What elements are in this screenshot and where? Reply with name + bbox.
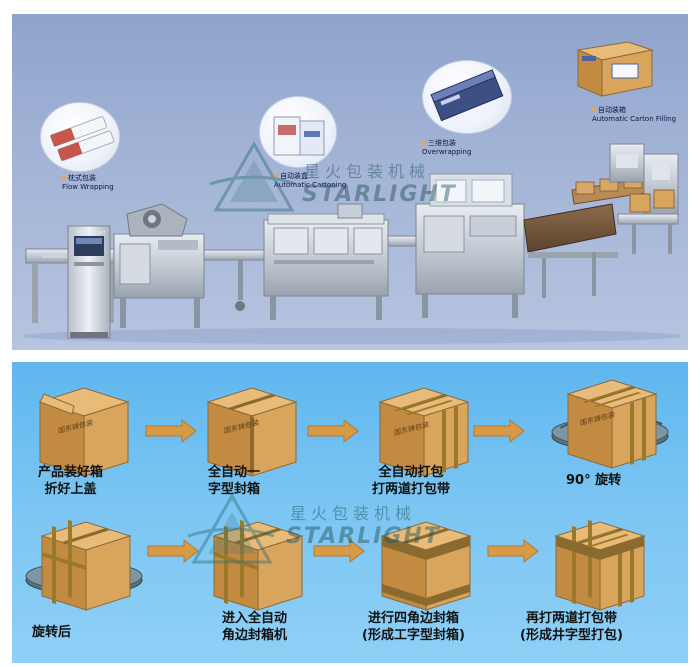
station-name-cn: 自动装箱 bbox=[598, 106, 626, 114]
step-2-i-sealed-carton bbox=[207, 387, 297, 477]
case-sealing-steps-panel: 国东铸包装 国东铸包装 国东铸包装 国东铸包装 产品装好箱 折好上盖 全自动一 … bbox=[12, 362, 688, 663]
packaging-line-illustration bbox=[22, 143, 682, 344]
step-6-label: 进入全自动 角边封箱机 bbox=[222, 611, 288, 643]
step-1-open-carton bbox=[39, 387, 129, 477]
cartoner-machine bbox=[263, 203, 423, 320]
station-caption-carton-filling: 自动装箱 Automatic Carton Filling bbox=[592, 106, 676, 124]
bullet-icon bbox=[274, 174, 278, 178]
station-name-en: Overwrapping bbox=[422, 148, 472, 156]
carton-product-image bbox=[572, 32, 656, 102]
control-panel-brand: STARLIGHT bbox=[78, 231, 106, 237]
cartoning-product-image bbox=[273, 116, 325, 156]
step-8-cross-strapped-carton bbox=[555, 520, 645, 611]
step-5-rotated-carton bbox=[25, 520, 143, 611]
station-caption-flow-wrapping: 枕式包装 Flow Wrapping bbox=[62, 174, 114, 192]
step-6-corner-sealing-carton bbox=[213, 520, 303, 611]
flow-wrap-product-image bbox=[50, 116, 115, 161]
step-2-label: 全自动一 字型封箱 bbox=[208, 465, 261, 497]
step-7-h-sealed-carton bbox=[381, 521, 471, 611]
station-caption-overwrapping: 三维包装 Overwrapping bbox=[422, 139, 471, 157]
station-caption-cartoning: 自动装盒 Automatic Cartoning bbox=[274, 172, 346, 190]
station-name-en: Automatic Cartoning bbox=[274, 181, 347, 189]
flow-wrapper-machine bbox=[25, 203, 265, 339]
step-4-rotating-carton bbox=[551, 379, 669, 469]
case-sealing-steps-illustration bbox=[25, 379, 669, 611]
arrow-icon bbox=[145, 419, 197, 443]
step-8-label: 再打两道打包带 (形成井字型打包) bbox=[520, 611, 623, 643]
step-4-label: 90° 旋转 bbox=[566, 473, 622, 488]
station-name-en: Flow Wrapping bbox=[62, 183, 114, 191]
step-1-label: 产品装好箱 折好上盖 bbox=[38, 465, 104, 497]
cartoning-product-bubble bbox=[259, 96, 337, 168]
station-name-cn: 自动装盒 bbox=[280, 172, 308, 180]
step-5-label: 旋转后 bbox=[32, 625, 72, 640]
bullet-icon bbox=[62, 176, 66, 180]
station-name-en: Automatic Carton Filling bbox=[592, 115, 677, 123]
step-1-box-label-area bbox=[92, 428, 120, 438]
arrow-icon bbox=[147, 539, 199, 563]
arrow-icon bbox=[487, 539, 539, 563]
overwrap-product-bubble bbox=[422, 60, 512, 134]
step-3-label: 全自动打包 打两道打包带 bbox=[372, 465, 451, 497]
packaging-line-panel: 枕式包装 Flow Wrapping 自动装盒 Automatic Carton… bbox=[12, 14, 688, 350]
overwrapper-machine bbox=[415, 173, 525, 318]
arrow-icon bbox=[473, 419, 525, 443]
overwrap-product-image bbox=[430, 69, 504, 122]
bullet-icon bbox=[422, 141, 426, 145]
step-7-label: 进行四角边封箱 (形成工字型封箱) bbox=[362, 611, 465, 643]
arrow-icon bbox=[313, 539, 365, 563]
carton-filler-machine bbox=[523, 143, 679, 298]
flow-wrap-product-bubble bbox=[40, 102, 120, 172]
station-name-cn: 三维包装 bbox=[428, 139, 456, 147]
bullet-icon bbox=[592, 108, 596, 112]
arrow-icon bbox=[307, 419, 359, 443]
station-name-cn: 枕式包装 bbox=[68, 174, 96, 182]
